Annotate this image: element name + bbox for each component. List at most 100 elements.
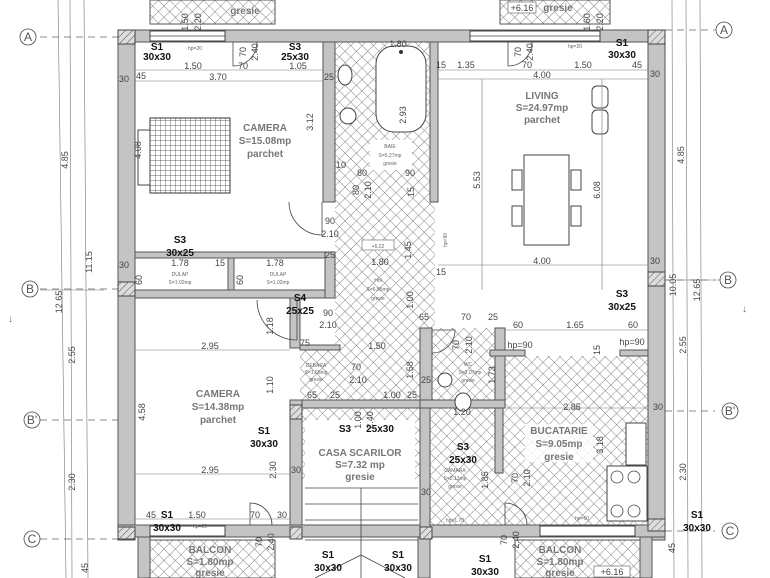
svg-text:2.93: 2.93 (398, 106, 408, 124)
svg-text:Hol: Hol (374, 278, 382, 284)
svg-text:gresie: gresie (371, 296, 385, 302)
svg-text:S=15.08mp: S=15.08mp (239, 136, 292, 147)
svg-text:25: 25 (325, 250, 335, 260)
svg-text:30: 30 (119, 74, 129, 84)
room-top-balcony: gresie +6.16 gresie (230, 1, 573, 17)
svg-text:S=1.02mp: S=1.02mp (169, 280, 192, 286)
svg-text:S3: S3 (174, 235, 187, 246)
svg-text:1.00: 1.00 (353, 411, 363, 429)
svg-text:65: 65 (419, 312, 429, 322)
svg-text:S=1.65mp: S=1.65mp (305, 370, 328, 376)
svg-text:S=2.13mp: S=2.13mp (444, 476, 467, 482)
armchair-icon (591, 85, 609, 109)
svg-text:S=5.27mp: S=5.27mp (379, 153, 402, 159)
svg-text:70: 70 (513, 47, 523, 57)
room-debara: DEBARA S=1.65mp gresie (305, 363, 328, 383)
stove-icon (606, 465, 648, 522)
svg-text:60: 60 (628, 320, 638, 330)
wc-sink-icon (437, 372, 453, 388)
svg-text:2.30: 2.30 (268, 461, 278, 479)
svg-text:hp=20: hp=20 (568, 44, 582, 50)
svg-text:25x25: 25x25 (286, 306, 314, 317)
svg-text:25x30: 25x30 (281, 52, 309, 63)
svg-text:25: 25 (324, 72, 334, 82)
svg-text:CAMARA: CAMARA (444, 468, 466, 474)
svg-text:S=24.97mp: S=24.97mp (516, 103, 569, 114)
svg-text:S1: S1 (161, 510, 174, 521)
svg-text:S1: S1 (479, 554, 492, 565)
svg-text:90: 90 (405, 168, 415, 178)
svg-text:2.40: 2.40 (365, 411, 375, 429)
room-balcon-1: BALCON S=1.80mp gresie (187, 545, 234, 578)
svg-text:25x30: 25x30 (366, 424, 394, 435)
svg-text:15: 15 (592, 345, 602, 355)
svg-text:2.20: 2.20 (595, 13, 605, 31)
svg-text:BUCATARIE: BUCATARIE (530, 426, 588, 437)
svg-text:75: 75 (300, 338, 310, 348)
svg-text:gresie: gresie (309, 377, 323, 383)
svg-text:45: 45 (136, 71, 146, 81)
svg-text:1.18: 1.18 (265, 317, 275, 335)
svg-text:25: 25 (330, 390, 340, 400)
dimension-labels-kitchen: 65 70 25 70 2.10 60 1.65 60 hp=90 hp=90 … (419, 312, 663, 549)
svg-text:S3: S3 (339, 424, 352, 435)
svg-text:gresie: gresie (448, 484, 462, 490)
grid-axes: A A B B B' B' C C ↓ ↓ (8, 21, 747, 548)
svg-text:gresie: gresie (383, 161, 397, 167)
svg-text:hp=90: hp=90 (507, 340, 532, 350)
svg-text:2.10: 2.10 (464, 336, 474, 354)
svg-text:15: 15 (436, 60, 446, 70)
armchair-icon (591, 109, 609, 135)
svg-text:1.60: 1.60 (582, 13, 592, 31)
svg-text:15: 15 (215, 258, 225, 268)
kitchen-sink-icon (625, 422, 647, 466)
axis-marker-c-left: C (23, 530, 41, 548)
svg-text:12.65: 12.65 (692, 279, 702, 302)
svg-text:S=1.02mp: S=1.02mp (267, 280, 290, 286)
svg-text:45: 45 (80, 563, 90, 573)
svg-text:90: 90 (323, 308, 333, 318)
svg-text:70: 70 (250, 510, 260, 520)
svg-text:S1: S1 (691, 510, 704, 521)
svg-text:C: C (28, 532, 37, 546)
svg-text:15: 15 (436, 267, 446, 277)
svg-text:2.10: 2.10 (321, 229, 339, 239)
svg-text:2.55: 2.55 (678, 336, 688, 354)
svg-text:2.40: 2.40 (525, 43, 535, 61)
svg-text:S4: S4 (294, 293, 307, 304)
svg-text:30: 30 (653, 402, 663, 412)
svg-text:45: 45 (667, 543, 677, 553)
svg-text:S1: S1 (258, 426, 271, 437)
svg-text:1.50: 1.50 (368, 341, 386, 351)
axis-marker-a-left: A (19, 28, 37, 46)
svg-text:S1: S1 (151, 42, 164, 53)
svg-text:3.12: 3.12 (305, 113, 315, 131)
svg-text:4.00: 4.00 (533, 70, 551, 80)
svg-text:70: 70 (499, 535, 509, 545)
svg-text:DULAP: DULAP (270, 272, 287, 278)
svg-text:4.85: 4.85 (60, 151, 70, 169)
dimension-labels-top: 70 2.40 hp=20 70 2.40 hp=20 1.50 2.20 1.… (180, 13, 605, 61)
svg-text:6.08: 6.08 (592, 181, 602, 199)
svg-text:70: 70 (451, 340, 461, 350)
svg-text:BALCON: BALCON (539, 545, 582, 556)
room-bucatarie: BUCATARIE S=9.05mp gresie (525, 424, 593, 463)
wc-toilet-icon (454, 392, 472, 412)
svg-text:gresie: gresie (345, 472, 375, 483)
svg-text:gresie: gresie (543, 3, 573, 14)
svg-text:1.80: 1.80 (389, 39, 407, 49)
svg-text:1.50: 1.50 (188, 510, 206, 520)
svg-text:30: 30 (277, 510, 287, 520)
svg-text:1.78: 1.78 (171, 258, 189, 268)
svg-text:S3: S3 (289, 42, 302, 53)
staircase (305, 487, 418, 578)
section-mark-right: ↓ (742, 304, 747, 315)
room-hol: +6.22 Hol S=6.85mp gresie (361, 239, 395, 302)
svg-text:30x30: 30x30 (683, 523, 711, 534)
svg-text:30x30: 30x30 (153, 523, 181, 534)
svg-text:S=14.38mp: S=14.38mp (192, 402, 245, 413)
svg-text:parchet: parchet (200, 415, 237, 426)
svg-text:15: 15 (406, 187, 416, 197)
dimension-labels-baie: 1.80 2.93 10 80 90 80 2.10 15 (336, 39, 416, 199)
